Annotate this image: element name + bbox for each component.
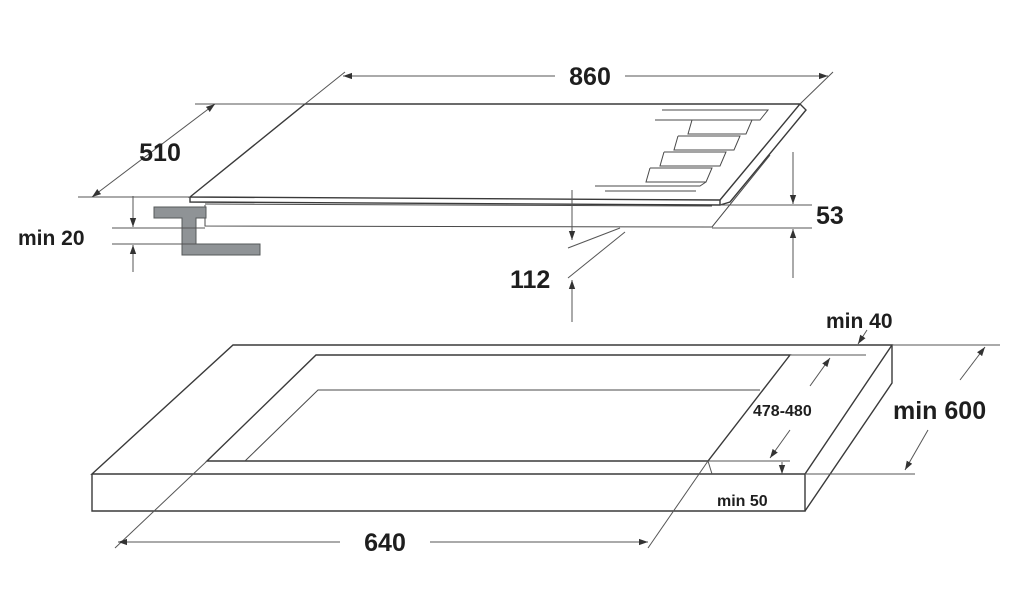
control-knob [673,135,741,151]
dimension-510-label: 510 [139,139,181,167]
worktop-side-face [804,345,893,512]
control-knob [645,167,713,183]
dimension-min-50: min 50 [707,460,786,510]
dimension-640-label: 640 [364,529,406,557]
control-knob [687,119,753,135]
dimension-478-480: 478-480 [708,357,831,462]
dimension-640: 640 [114,460,709,557]
dimension-53: 53 [712,152,844,278]
worktop [90,344,894,512]
mounting-bracket [153,206,261,256]
hob-body-top [204,203,713,207]
dimension-510: 510 [78,103,305,198]
dimension-min-600: min 600 [805,344,1000,475]
worktop-front-face [91,474,806,512]
dimension-min-600-label: min 600 [893,397,986,425]
control-knobs [595,109,770,192]
dimension-min-50-label: min 50 [717,493,768,510]
dimension-860: 860 [304,63,834,105]
dimension-min-40: min 40 [790,310,893,356]
dimension-min-40-label: min 40 [826,310,893,333]
hob-unit [188,103,807,228]
dimension-53-label: 53 [816,202,844,230]
dimension-478-480-label: 478-480 [753,403,812,420]
dimension-min-20-label: min 20 [18,227,85,250]
control-knob [659,151,727,167]
cutout-inner-wall [244,389,760,462]
cutout-opening [205,354,792,462]
dimension-112-label: 112 [510,266,550,294]
dimension-860-label: 860 [569,63,611,91]
dimension-min-20: min 20 [18,196,205,272]
dimension-112: 112 [510,190,626,322]
control-knob [655,109,770,121]
hob-plate-edge [189,197,721,206]
control-knob [595,181,707,187]
hob-right-side [719,103,807,206]
